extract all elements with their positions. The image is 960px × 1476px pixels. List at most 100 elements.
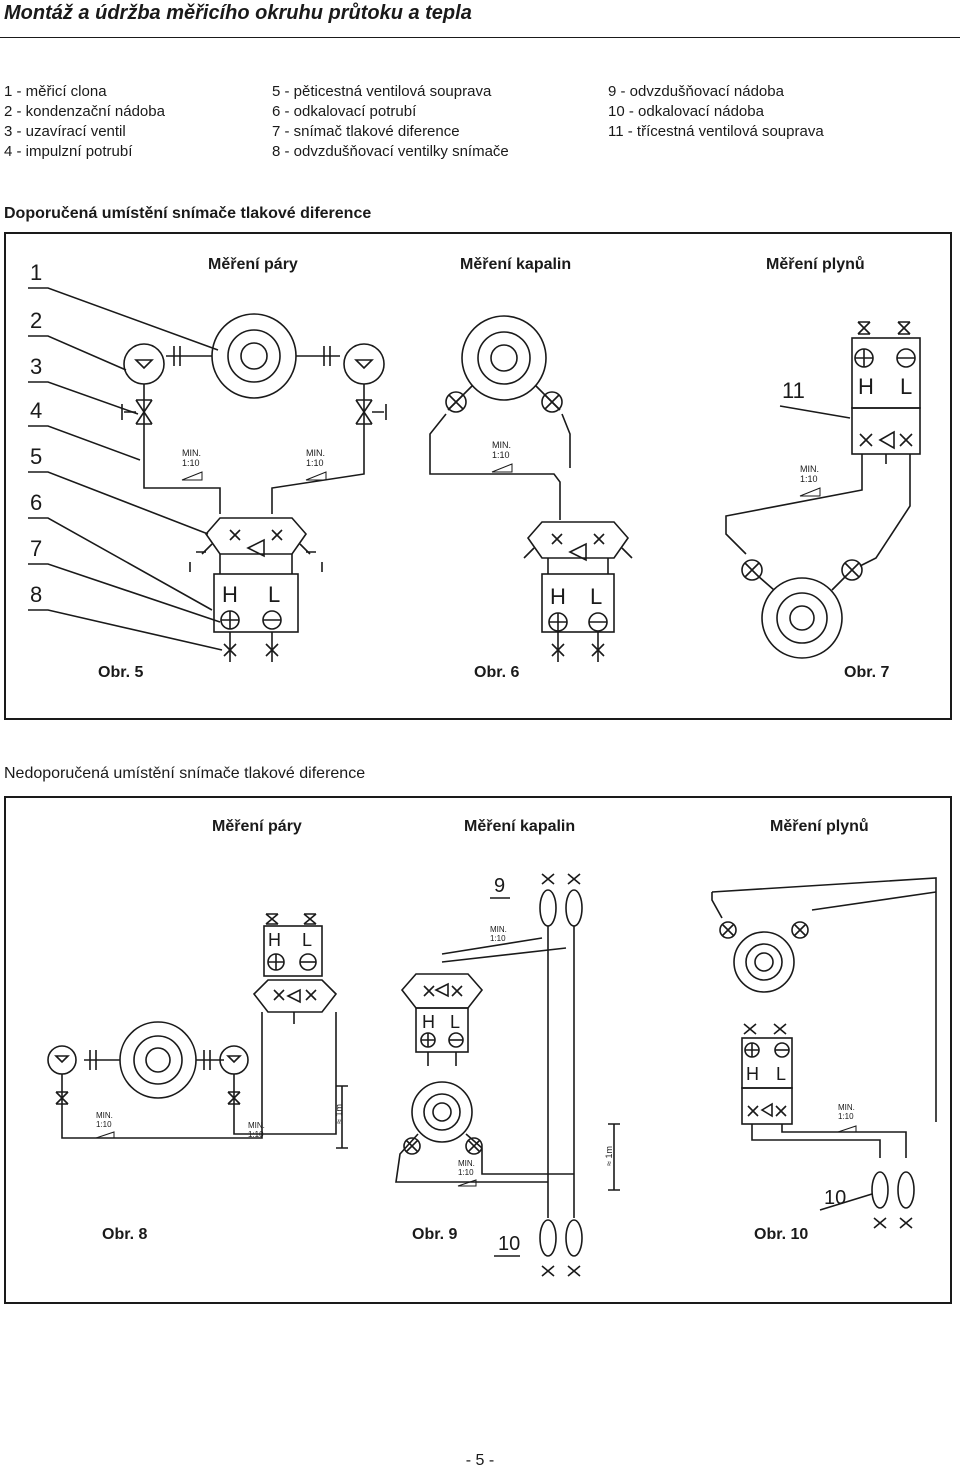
svg-text:3: 3 [30, 354, 42, 379]
svg-text:1:10: 1:10 [800, 474, 818, 484]
svg-text:L: L [450, 1012, 460, 1032]
svg-text:MIN.: MIN. [838, 1103, 855, 1112]
column-label-gases: Měření plynů [766, 256, 865, 273]
callout-5: 5 [28, 444, 209, 535]
condensation-vessel-left [123, 343, 165, 385]
svg-text:L: L [590, 584, 602, 609]
svg-text:9: 9 [494, 875, 505, 897]
svg-text:L: L [268, 582, 280, 607]
svg-text:4: 4 [30, 398, 42, 423]
dp-transmitter [213, 573, 299, 633]
svg-text:1:10: 1:10 [96, 1120, 112, 1129]
svg-text:1: 1 [30, 260, 42, 285]
svg-text:MIN.: MIN. [492, 440, 511, 450]
svg-text:H: H [550, 584, 566, 609]
legend-item: 2 - kondenzační nádoba [4, 103, 165, 120]
figure-label-5: Obr. 5 [98, 664, 144, 681]
page-title: Montáž a údržba měřicího okruhu průtoku … [4, 2, 472, 24]
column-label-liquids: Měření kapalin [460, 256, 572, 273]
svg-text:1:10: 1:10 [248, 1130, 264, 1139]
callout-1: 1 [28, 260, 219, 351]
svg-text:7: 7 [30, 536, 42, 561]
legend-item: 1 - měřicí clona [4, 83, 107, 100]
legend-column-1: 1 - měřicí clona 2 - kondenzační nádoba … [4, 82, 165, 162]
callout-6: 6 [28, 490, 213, 611]
svg-text:1:10: 1:10 [182, 458, 200, 468]
column-label-gases: Měření plynů [770, 818, 869, 835]
five-way-manifold [204, 517, 308, 555]
legend-item: 5 - pěticestná ventilová souprava [272, 83, 492, 100]
figure-7-diagram: 11 H L MIN. [725, 321, 921, 659]
svg-text:H: H [746, 1064, 759, 1084]
svg-text:L: L [900, 374, 912, 399]
condensation-vessel-right [343, 343, 385, 385]
svg-text:MIN.: MIN. [800, 464, 819, 474]
svg-text:MIN.: MIN. [306, 448, 325, 458]
callout-4: 4 [28, 398, 141, 461]
callout-8: 8 [28, 582, 223, 651]
svg-text:1:10: 1:10 [490, 934, 506, 943]
figure-label-8: Obr. 8 [102, 1226, 148, 1243]
svg-text:1:10: 1:10 [838, 1112, 854, 1121]
svg-text:MIN.: MIN. [96, 1111, 113, 1120]
svg-text:10: 10 [498, 1233, 520, 1255]
svg-text:MIN.: MIN. [248, 1121, 265, 1130]
title-divider [0, 37, 960, 38]
svg-text:H: H [422, 1012, 435, 1032]
callout-2: 2 [28, 308, 127, 371]
legend-item: 9 - odvzdušňovací nádoba [608, 83, 784, 100]
not-recommended-panel: Měření páry Měření kapalin Měření plynů … [4, 796, 952, 1304]
legend-column-3: 9 - odvzdušňovací nádoba 10 - odkalovací… [608, 82, 824, 142]
legend-column-2: 5 - pěticestná ventilová souprava 6 - od… [272, 82, 509, 162]
svg-text:L: L [776, 1064, 786, 1084]
legend-item: 7 - snímač tlakové diference [272, 123, 460, 140]
svg-text:1:10: 1:10 [458, 1168, 474, 1177]
svg-text:≈ 1m: ≈ 1m [604, 1146, 614, 1166]
figure-label-7: Obr. 7 [844, 664, 890, 681]
figure-5-diagram: MIN. 1:10 MIN. 1:10 H L [121, 313, 387, 662]
svg-text:≈ 1m: ≈ 1m [334, 1104, 344, 1124]
legend-item: 4 - impulzní potrubí [4, 143, 133, 160]
not-recommended-heading: Nedoporučená umístění snímače tlakové di… [4, 765, 366, 782]
column-label-steam: Měření páry [208, 256, 298, 273]
not-recommended-diagram: H L [47, 873, 937, 1277]
figure-label-6: Obr. 6 [474, 664, 520, 681]
legend-item: 11 - třícestná ventilová souprava [608, 123, 824, 140]
callout-7: 7 [28, 536, 221, 623]
legend-item: 8 - odvzdušňovací ventilky snímače [272, 143, 509, 160]
level-mark-icon [134, 359, 154, 370]
svg-text:MIN.: MIN. [490, 925, 507, 934]
svg-text:1:10: 1:10 [306, 458, 324, 468]
legend-item: 6 - odkalovací potrubí [272, 103, 417, 120]
recommended-diagram: 1 2 3 4 5 6 7 [28, 260, 921, 662]
figure-9-diagram: 9 MIN. 1:10 H L [395, 873, 620, 1277]
svg-text:H: H [268, 930, 281, 950]
column-label-liquids: Měření kapalin [464, 818, 576, 835]
svg-text:MIN.: MIN. [182, 448, 201, 458]
column-label-steam: Měření páry [212, 818, 302, 835]
svg-text:5: 5 [30, 444, 42, 469]
svg-text:H: H [222, 582, 238, 607]
vent-vessel [565, 889, 583, 927]
figure-8-diagram: H L [47, 913, 348, 1149]
recommended-panel: Měření páry Měření kapalin Měření plynů … [4, 232, 952, 720]
figure-10-diagram: H L MIN. 1:10 10 [711, 877, 937, 1229]
svg-text:11: 11 [782, 378, 805, 403]
callout-3: 3 [28, 354, 139, 415]
svg-text:L: L [302, 930, 312, 950]
figure-label-10: Obr. 10 [754, 1226, 809, 1243]
legend-item: 3 - uzavírací ventil [4, 123, 126, 140]
svg-text:1:10: 1:10 [492, 450, 510, 460]
svg-text:H: H [858, 374, 874, 399]
three-way-manifold [851, 407, 921, 455]
svg-text:MIN.: MIN. [458, 1159, 475, 1168]
svg-text:8: 8 [30, 582, 42, 607]
svg-text:2: 2 [30, 308, 42, 333]
legend-item: 10 - odkalovací nádoba [608, 103, 764, 120]
figure-label-9: Obr. 9 [412, 1226, 458, 1243]
vent-vessel [539, 889, 557, 927]
page-number: - 5 - [465, 1452, 495, 1469]
svg-text:6: 6 [30, 490, 42, 515]
level-mark-icon [354, 359, 374, 370]
recommended-heading: Doporučená umístění snímače tlakové dife… [4, 205, 372, 222]
